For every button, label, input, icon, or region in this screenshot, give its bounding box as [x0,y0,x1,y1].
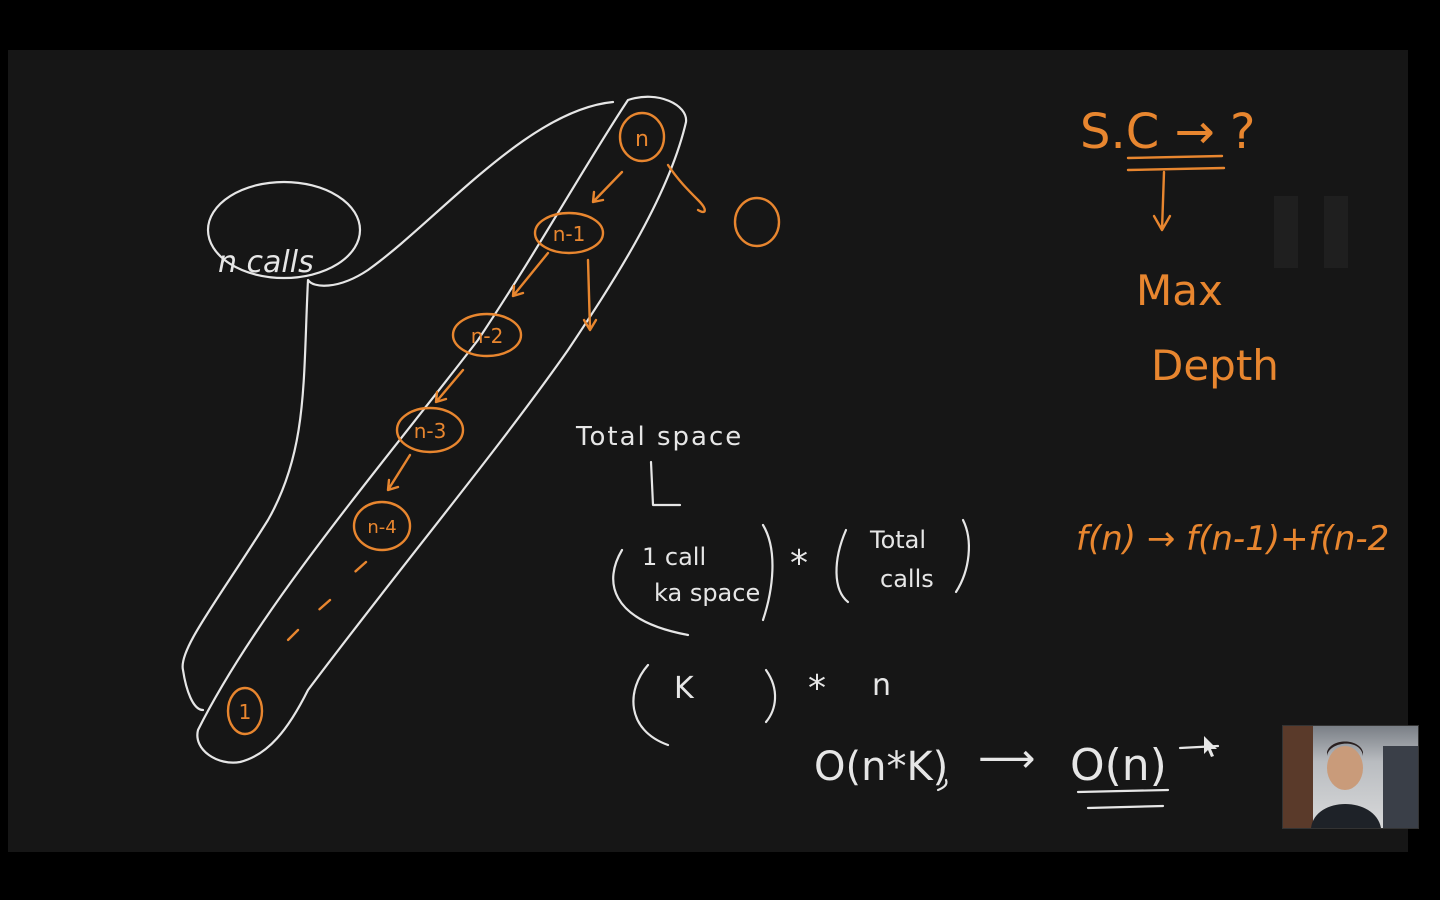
node-1-label: 1 [239,700,252,724]
stack-tail-outline [181,100,615,712]
n-calls-label: n calls [218,245,314,280]
arrow-n3-to-n4 [386,453,412,492]
node-n-2 [451,312,523,358]
k-times: * [808,668,826,709]
node-n [618,111,666,163]
node-n-3-label: n-3 [414,419,447,443]
sc-underline [1126,154,1226,172]
n-calls-bubble [206,180,362,280]
sc-down-arrow [1152,170,1172,232]
whiteboard-canvas[interactable]: n calls n n-1 n-2 n-3 n-4 1 Total space … [8,50,1408,852]
n-term: n [872,668,891,703]
arrow-n-to-base [666,163,706,214]
dashed-continuation [284,560,368,644]
arrow-n2-to-n3 [434,368,465,404]
formula-one-call: 1 call [642,543,706,571]
presenter-webcam-icon [1283,726,1418,828]
node-n-1 [533,211,605,255]
node-n-4 [352,500,412,552]
paren-close-1 [761,523,774,622]
total-space-label: Total space [575,422,743,452]
pause-icon [1274,196,1348,268]
arrow-n-to-n1 [591,170,624,204]
arrow-to-on: ⟶ [978,736,1035,782]
complexity-right: O(n) [1070,740,1167,791]
complexity-left: O(n*K) [814,744,948,790]
k-term: K [674,671,695,706]
paren-open-k [632,663,670,747]
paren-open-1 [612,548,690,637]
node-n-3 [395,406,465,454]
alpha-under-k [936,778,948,792]
formula-calls: calls [880,565,934,593]
node-1 [226,686,264,736]
node-n-2-label: n-2 [471,324,504,348]
paren-open-2 [835,528,850,604]
base-zero [733,196,781,248]
formula-times: * [790,543,808,584]
node-n-label: n [635,127,649,152]
depth-label: Depth [1151,341,1279,390]
max-label: Max [1136,266,1223,315]
formula-total: Total [869,526,926,554]
node-n-1-label: n-1 [553,222,586,246]
presenter-webcam [1282,725,1419,829]
whiteboard-drawing: n calls n n-1 n-2 n-3 n-4 1 Total space … [181,95,1389,810]
formula-ka-space: ka space [654,579,760,607]
arrow-n1-to-n2 [511,251,550,298]
paren-close-2 [954,518,970,594]
sc-heading: S.C → ? [1080,104,1255,160]
recursion-stack-outline [196,95,688,764]
arrow-n1-branch [582,258,598,332]
node-n-4-label: n-4 [367,517,396,538]
mouse-cursor-icon [1204,736,1217,757]
total-space-arrow [649,460,682,507]
paren-close-k [764,668,777,724]
underline-on [1076,788,1170,810]
recurrence-formula: f(n) → f(n-1)+f(n-2 [1076,519,1389,559]
